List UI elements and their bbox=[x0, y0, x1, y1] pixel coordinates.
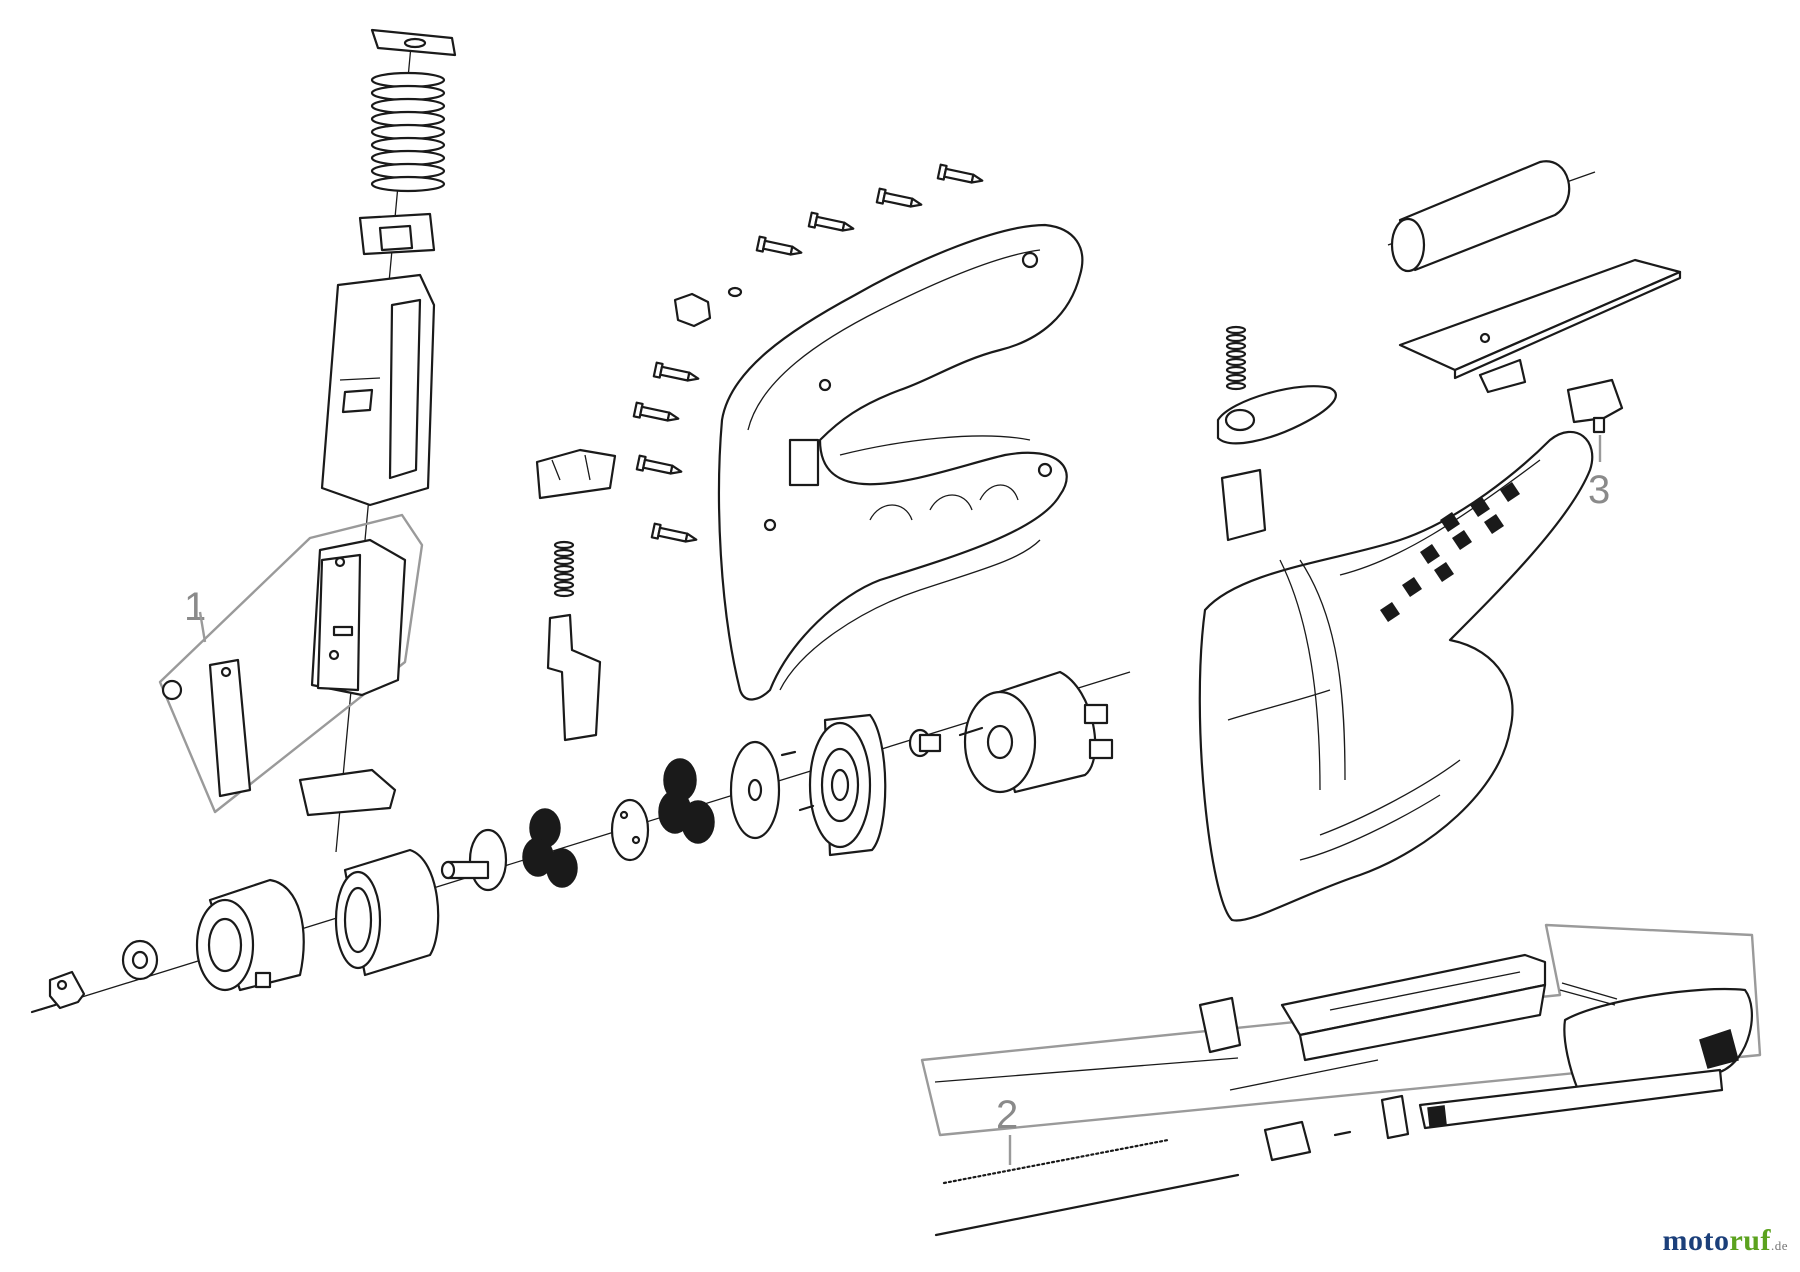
coil-spring-top bbox=[370, 71, 446, 193]
right-spring bbox=[1225, 325, 1247, 391]
housing-left-half bbox=[717, 223, 1084, 701]
switch-3: 3 bbox=[1566, 378, 1624, 512]
watermark-tld: .de bbox=[1770, 1238, 1788, 1253]
gear-housing-ring bbox=[195, 878, 305, 992]
assembly-2-group: 2 bbox=[920, 923, 1762, 1237]
planet-carrier-1 bbox=[440, 828, 508, 892]
long-spring-2 bbox=[942, 1138, 1170, 1185]
callout-2: 2 bbox=[996, 1093, 1018, 1137]
housing-screws bbox=[632, 163, 984, 543]
planet-carrier-2 bbox=[610, 798, 650, 862]
top-spring-stack bbox=[320, 28, 457, 507]
magazine-pusher bbox=[1563, 987, 1753, 1092]
pinion bbox=[908, 728, 942, 758]
small-trigger-parts bbox=[535, 448, 617, 742]
planet-gears-2 bbox=[658, 758, 715, 844]
ring-gear bbox=[334, 848, 440, 977]
assembly-1-group: 1 bbox=[158, 513, 424, 817]
gear-train bbox=[30, 670, 1114, 1014]
watermark-part2: ruf bbox=[1729, 1224, 1771, 1257]
magazine-top-rail bbox=[1280, 953, 1547, 1062]
top-right-parts: 3 bbox=[1216, 160, 1682, 542]
motor-flange bbox=[808, 713, 887, 857]
end-cap-pin bbox=[30, 970, 86, 1014]
assembled-stapler bbox=[1198, 430, 1594, 922]
flat-plate bbox=[1398, 258, 1682, 394]
magazine-bottom-rail bbox=[1418, 1068, 1724, 1130]
tiny-screws-flange bbox=[780, 750, 815, 812]
pusher-spring bbox=[1559, 982, 1618, 1006]
watermark-logo: motoruf.de bbox=[1662, 1224, 1788, 1258]
planet-gears-1 bbox=[522, 808, 578, 888]
cylinder-cover bbox=[1390, 160, 1571, 273]
motor bbox=[958, 670, 1114, 794]
small-spring-left bbox=[553, 540, 575, 598]
washer-disc bbox=[729, 740, 781, 840]
grip-pattern bbox=[1380, 482, 1520, 622]
watermark-part1: moto bbox=[1662, 1224, 1730, 1257]
callout-3: 3 bbox=[1588, 468, 1610, 512]
